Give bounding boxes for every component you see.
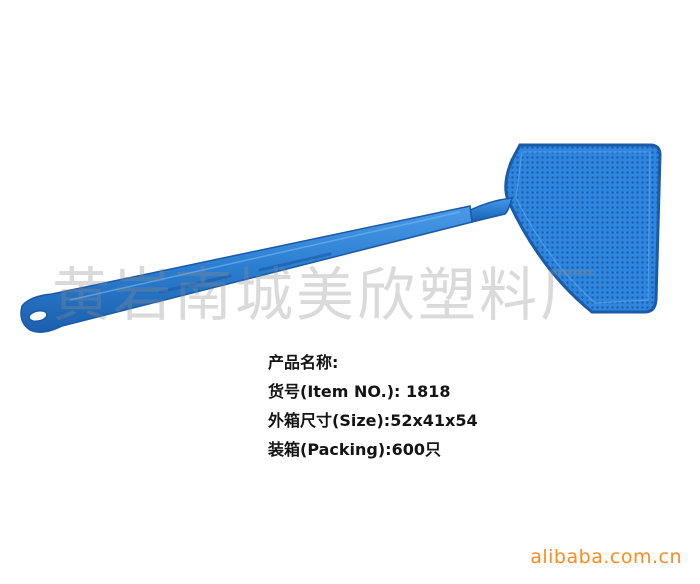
product-info: 产品名称: 货号(Item NO.): 1818 外箱尺寸(Size):52x4… xyxy=(268,348,478,464)
item-number: 货号(Item NO.): 1818 xyxy=(268,382,451,401)
product-name-label: 产品名称: xyxy=(268,353,339,372)
site-watermark: alibaba.com.cn xyxy=(530,546,682,568)
company-watermark: 黄岩南城美欣塑料厂 xyxy=(52,261,602,329)
swatter-neck xyxy=(469,197,514,223)
carton-size: 外箱尺寸(Size):52x41x54 xyxy=(268,411,478,430)
hanging-hole xyxy=(28,310,48,322)
swatter-handle xyxy=(20,205,473,333)
packing-quantity: 装箱(Packing):600只 xyxy=(268,440,441,459)
swatter-head xyxy=(504,143,662,314)
